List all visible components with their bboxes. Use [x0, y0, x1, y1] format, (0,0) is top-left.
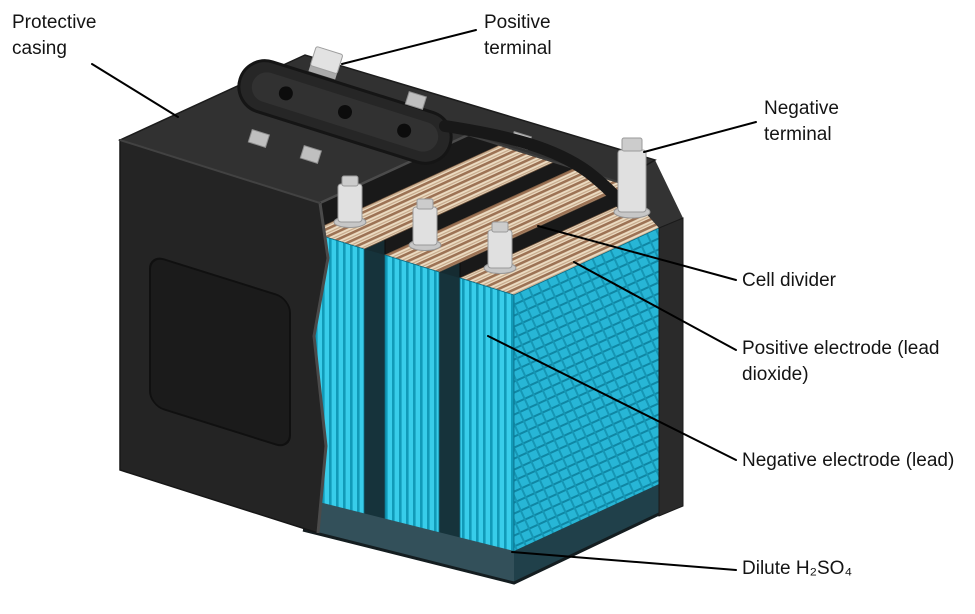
- post-cap-1: [341, 175, 359, 187]
- cell-post-3: [483, 221, 517, 274]
- cell-gap-2: [439, 272, 460, 539]
- cell-post-1: [333, 175, 367, 228]
- cell-post-2: [408, 198, 442, 251]
- handle-hole-3: [397, 123, 412, 138]
- leader-line-cell-divider: [537, 225, 737, 281]
- cell-gap-1: [364, 249, 385, 520]
- handle-hole-2: [338, 105, 352, 119]
- vent-cap-3: [404, 90, 428, 111]
- negative-terminal: [617, 149, 647, 213]
- acid-tray-front: [303, 498, 514, 583]
- leader-line-negative-electrode: [487, 335, 737, 461]
- post-body-2: [412, 206, 438, 246]
- electrolyte-front-cell-3: [459, 277, 515, 554]
- leader-line-positive-terminal: [341, 29, 477, 65]
- label-negative-electrode: Negative electrode (lead): [742, 450, 955, 471]
- handle-hole-1: [278, 86, 293, 101]
- casing-cut-edge: [312, 202, 330, 534]
- casing-recessed-panel: [149, 257, 291, 447]
- vent-cap-2: [299, 144, 323, 165]
- label-protective-casing: Protective casing: [12, 12, 97, 60]
- post-body-1: [337, 183, 363, 223]
- post-body-3: [487, 229, 513, 269]
- label-dilute-acid: Dilute H₂SO₄: [742, 558, 853, 579]
- leader-line-negative-terminal: [643, 121, 757, 153]
- electrolyte-front-cell-2: [384, 254, 440, 535]
- casing-side-panel-group: [149, 257, 291, 447]
- negative-terminal-cap: [621, 137, 643, 152]
- casing-right-wall: [658, 217, 684, 517]
- casing-front-top-edge: [119, 139, 321, 204]
- label-positive-terminal: Positive terminal: [484, 12, 552, 60]
- negative-terminal-group: [613, 137, 651, 219]
- positive-terminal: [310, 46, 343, 74]
- label-positive-electrode: Positive electrode (lead dioxide): [742, 338, 940, 386]
- label-cell-divider: Cell divider: [742, 270, 836, 291]
- leader-lines: [91, 29, 757, 571]
- vent-cap-1: [247, 128, 271, 149]
- handle-group: [237, 59, 453, 165]
- leader-line-positive-electrode: [573, 261, 737, 351]
- post-cap-2: [416, 198, 434, 210]
- label-negative-terminal: Negative terminal: [764, 98, 839, 146]
- casing-drape-edge: [439, 120, 634, 218]
- post-cap-3: [491, 221, 509, 233]
- leader-line-protective-casing: [91, 63, 179, 118]
- battery-bottom-edge: [302, 512, 660, 585]
- acid-tray-side: [514, 484, 659, 583]
- leader-line-dilute-acid: [511, 551, 737, 571]
- positive-terminal-group: [308, 46, 343, 80]
